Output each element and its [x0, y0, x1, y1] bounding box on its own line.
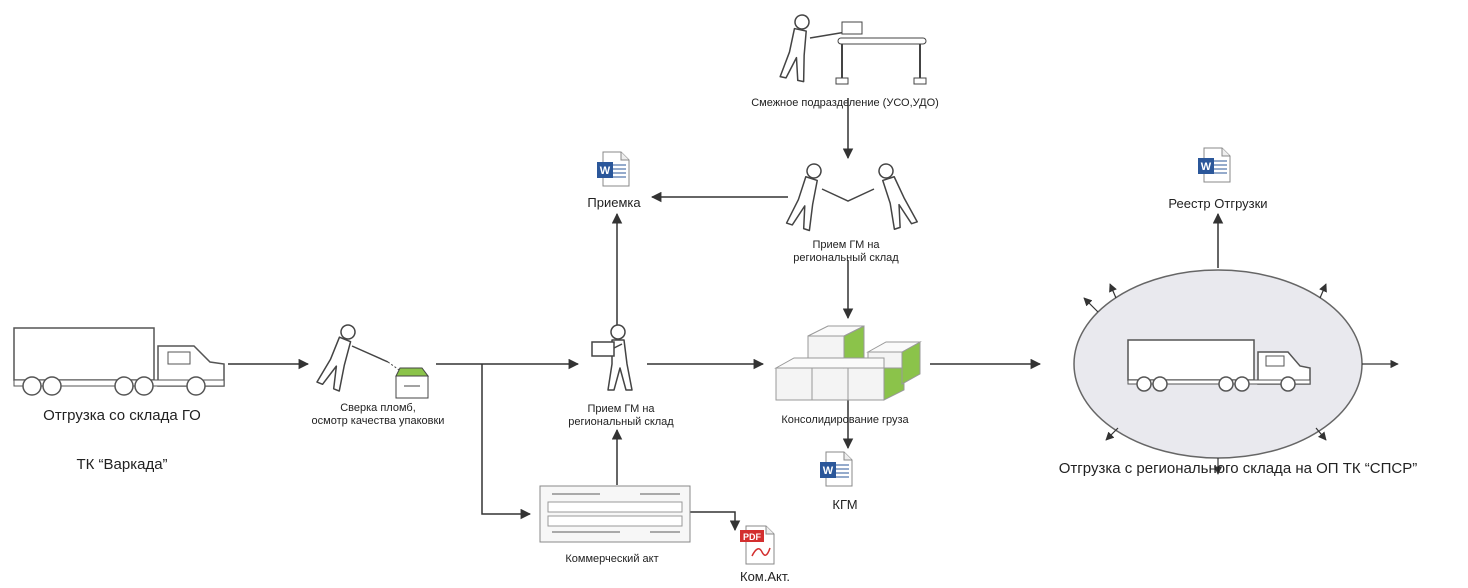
receipt-top-line2: региональный склад — [793, 252, 899, 265]
receipt-top-label: Прием ГМ на региональный склад — [793, 239, 898, 265]
seal-check-line1: Сверка пломб, — [340, 402, 416, 414]
shipment-go-carrier: ТК “Варкада” — [76, 456, 168, 473]
seal-check-line2: осмотр качества упаковки — [311, 415, 445, 428]
seal-check-worker-icon — [316, 321, 429, 399]
pdf-badge: PDF — [743, 532, 762, 542]
arrow-seal-to-commercial-act — [481, 364, 532, 520]
truck-regional-icon — [1127, 339, 1311, 392]
kom-akt-label: Ком.Акт. — [740, 569, 790, 584]
receipt-top-line1: Прием ГМ на — [812, 239, 880, 251]
arrow-act-to-pdf — [690, 511, 741, 532]
priemka-label: Приемка — [587, 195, 641, 210]
seal-check-label: Сверка пломб, осмотр качества упаковки — [312, 402, 445, 428]
kgm-word-doc-icon — [819, 451, 853, 487]
truck-go-icon — [13, 327, 225, 396]
pdf-doc-icon: PDF — [740, 525, 775, 565]
receipt-mid-label: Прием ГМ на региональный склад — [568, 403, 673, 429]
receipt-mid-line1: Прием ГМ на — [587, 403, 655, 415]
conveyor-worker-icon — [779, 12, 927, 85]
shipment-hub — [1073, 269, 1399, 475]
shipment-regional-label: Отгрузка с регионального склада на ОП ТК… — [1058, 460, 1418, 477]
kgm-label: КГМ — [832, 497, 858, 512]
adjacent-unit-label: Смежное подразделение (УСО,УДО) — [751, 97, 939, 109]
commercial-act-label: Коммерческий акт — [565, 553, 659, 565]
cargo-boxes-icon — [774, 325, 922, 401]
shipment-go-label: Отгрузка со склада ГО — [43, 407, 201, 424]
commercial-act-form-icon — [539, 485, 691, 543]
registry-label: Реестр Отгрузки — [1168, 196, 1268, 211]
registry-word-doc-icon — [1197, 147, 1231, 183]
handover-icon — [785, 159, 918, 232]
receiver-icon — [591, 324, 633, 391]
consolidation-label: Консолидирование груза — [781, 414, 909, 426]
receipt-mid-line2: региональный склад — [568, 416, 674, 429]
priemka-word-doc-icon — [596, 151, 630, 187]
